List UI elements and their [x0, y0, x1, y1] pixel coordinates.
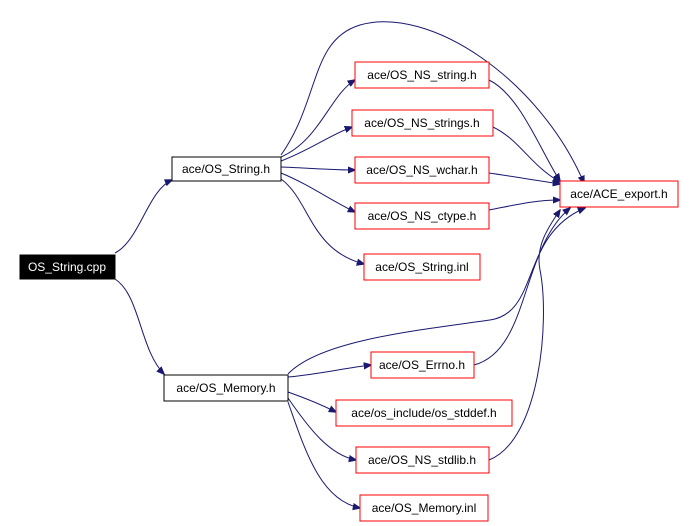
node-box — [19, 254, 116, 280]
node-box — [354, 61, 490, 89]
node-ace-os-ns-ctype-h[interactable]: ace/OS_NS_ctype.h — [354, 202, 490, 230]
node-box — [559, 180, 679, 208]
node-label: OS_String.cpp — [28, 260, 106, 274]
edge-os-errno-to-ace-export — [473, 208, 570, 366]
node-label: ace/OS_Memory.h — [176, 381, 275, 395]
node-label: ace/OS_Memory.inl — [372, 501, 476, 515]
edge-os-string-h-to-ns-string — [280, 80, 355, 158]
node-ace-os-errno-h[interactable]: ace/OS_Errno.h — [370, 351, 475, 379]
node-label: ace/os_include/os_stddef.h — [351, 406, 496, 420]
node-label: ace/OS_NS_wchar.h — [366, 163, 477, 177]
edge-os-string-h-to-os-string-inl — [280, 178, 364, 264]
edge-os-string-h-to-ns-wchar — [280, 167, 355, 170]
edge-os-memory-h-to-ace-export — [287, 208, 585, 375]
node-os-string-cpp[interactable]: OS_String.cpp — [19, 254, 116, 280]
node-box — [354, 156, 490, 184]
edge-os-string-h-to-ns-strings — [280, 127, 352, 162]
edge-ns-stdlib-to-ace-export — [488, 210, 560, 461]
edges — [114, 21, 585, 508]
node-box — [171, 156, 282, 182]
edge-os-memory-h-to-os-memory-inl — [287, 401, 360, 508]
node-label: ace/OS_NS_string.h — [367, 68, 476, 82]
edge-os-memory-h-to-os-stddef — [287, 391, 336, 412]
edge-root-to-os-memory-h — [114, 278, 164, 374]
node-box — [363, 253, 481, 281]
edge-os-memory-h-to-os-errno — [287, 365, 371, 378]
nodes: OS_String.cpp ace/OS_String.h ace/OS_Mem… — [19, 61, 679, 522]
node-ace-os-ns-stdlib-h[interactable]: ace/OS_NS_stdlib.h — [355, 446, 490, 474]
node-box — [163, 374, 289, 402]
node-ace-os-memory-h[interactable]: ace/OS_Memory.h — [163, 374, 289, 402]
edge-os-string-h-to-ace-export — [280, 21, 584, 183]
edge-os-string-h-to-ns-ctype — [280, 172, 355, 212]
node-label: ace/ACE_export.h — [570, 187, 667, 201]
node-ace-os-string-inl[interactable]: ace/OS_String.inl — [363, 253, 481, 281]
node-ace-os-memory-inl[interactable]: ace/OS_Memory.inl — [359, 494, 489, 522]
edge-ns-string-to-ace-export — [488, 79, 560, 181]
node-label: ace/OS_String.inl — [375, 260, 468, 274]
edge-root-to-os-string-h — [114, 180, 172, 254]
edge-ns-ctype-to-ace-export — [488, 200, 560, 211]
node-label: ace/OS_String.h — [182, 162, 270, 176]
node-ace-os-ns-string-h[interactable]: ace/OS_NS_string.h — [354, 61, 490, 89]
node-box — [355, 446, 490, 474]
node-label: ace/OS_NS_stdlib.h — [368, 453, 476, 467]
node-ace-os-ns-wchar-h[interactable]: ace/OS_NS_wchar.h — [354, 156, 490, 184]
node-ace-ace-export-h[interactable]: ace/ACE_export.h — [559, 180, 679, 208]
node-ace-os-include-os-stddef-h[interactable]: ace/os_include/os_stddef.h — [335, 399, 513, 427]
node-box — [370, 351, 475, 379]
edge-os-memory-h-to-ns-stdlib — [287, 397, 356, 460]
edge-ns-strings-to-ace-export — [492, 126, 560, 182]
node-label: ace/OS_NS_ctype.h — [368, 209, 477, 223]
node-label: ace/OS_NS_strings.h — [364, 116, 479, 130]
node-ace-os-ns-strings-h[interactable]: ace/OS_NS_strings.h — [351, 109, 494, 137]
node-box — [354, 202, 490, 230]
edge-ns-wchar-to-ace-export — [488, 172, 560, 184]
node-ace-os-string-h[interactable]: ace/OS_String.h — [171, 156, 282, 182]
node-label: ace/OS_Errno.h — [379, 358, 465, 372]
node-box — [351, 109, 494, 137]
node-box — [359, 494, 489, 522]
node-box — [335, 399, 513, 427]
